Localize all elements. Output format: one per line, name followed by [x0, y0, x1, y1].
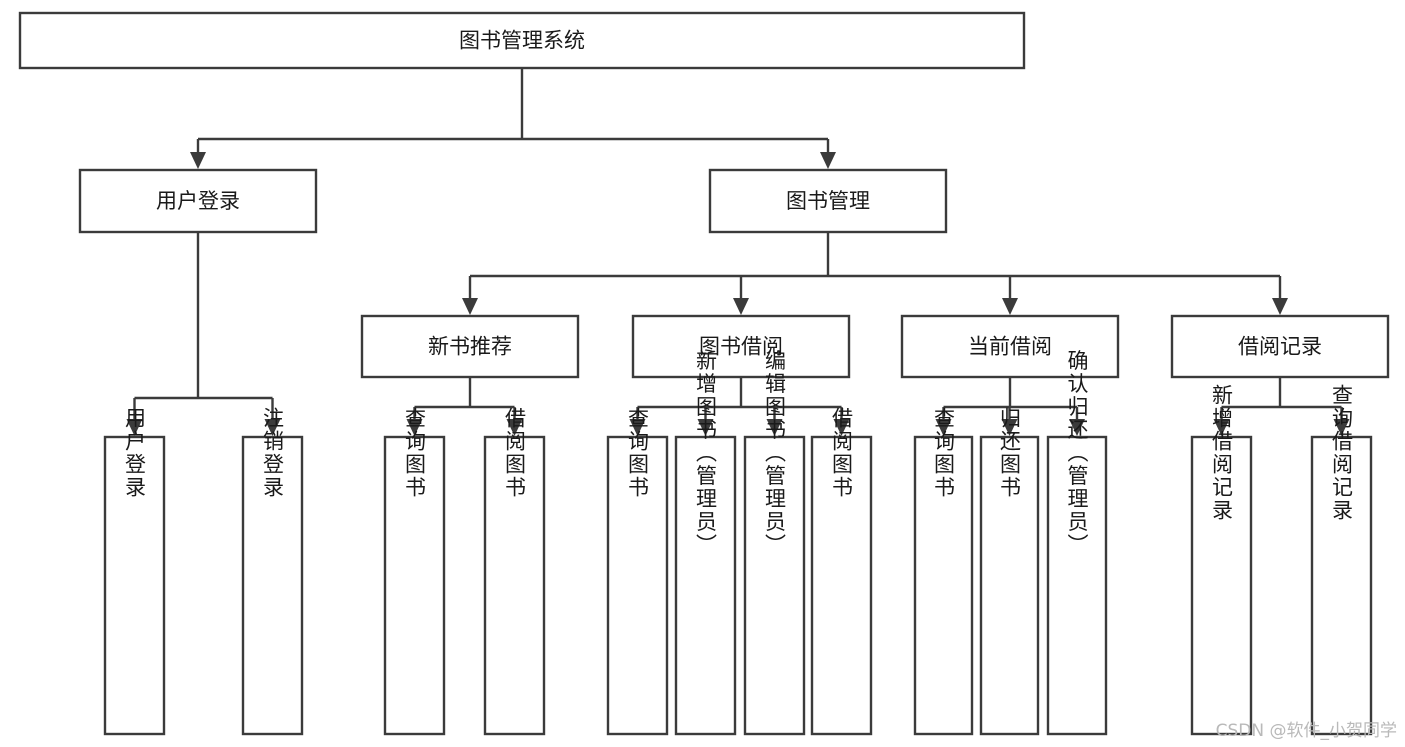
- node-box-leaf-query-book-3: [913, 435, 974, 736]
- node-box-leaf-add-record: [1190, 435, 1253, 736]
- node-box-leaf-query-record: [1310, 435, 1373, 736]
- arrow-head-icon: [1069, 419, 1085, 436]
- node-label-root: 图书管理系统: [459, 29, 585, 53]
- node-label-leaf-return-book: 归还图书: [998, 407, 1022, 499]
- node-leaf-user-login[interactable]: 用户登录: [103, 407, 166, 736]
- node-box-leaf-edit-book: [743, 435, 806, 736]
- node-label-book-borrow: 图书借阅: [699, 335, 783, 359]
- node-box-leaf-query-book-2: [606, 435, 669, 736]
- node-leaf-confirm-return[interactable]: 确认归还（管理员）: [1046, 350, 1108, 736]
- connector-layer: [126, 68, 1350, 436]
- node-label-book-manage: 图书管理: [786, 189, 870, 213]
- node-box-leaf-confirm-return: [1046, 435, 1108, 736]
- node-box-user-login: [78, 168, 318, 234]
- node-label-leaf-confirm-return: 确认归还（管理员）: [1065, 350, 1089, 557]
- arrow-head-icon: [406, 419, 423, 436]
- node-leaf-edit-book[interactable]: 编辑图书（管理员）: [743, 350, 806, 736]
- arrow-head-icon: [190, 152, 206, 169]
- node-label-new-book-rec: 新书推荐: [428, 335, 512, 359]
- node-label-leaf-add-record: 新增借阅记录: [1210, 384, 1234, 522]
- node-label-leaf-add-book: 新增图书（管理员）: [694, 350, 718, 557]
- arrow-head-icon: [766, 419, 783, 436]
- node-leaf-query-record[interactable]: 查询借阅记录: [1310, 384, 1373, 736]
- node-label-leaf-edit-book: 编辑图书（管理员）: [763, 350, 787, 557]
- node-box-book-manage: [708, 168, 948, 234]
- node-leaf-add-record[interactable]: 新增借阅记录: [1190, 384, 1253, 736]
- node-box-leaf-add-book: [674, 435, 737, 736]
- node-box-leaf-borrow-book-2: [810, 435, 873, 736]
- node-label-leaf-user-login: 用户登录: [123, 407, 147, 499]
- node-label-leaf-borrow-book-2: 借阅图书: [830, 407, 854, 499]
- arrow-head-icon: [1272, 298, 1288, 315]
- arrow-head-icon: [820, 152, 836, 169]
- node-label-current-borrow: 当前借阅: [968, 335, 1052, 359]
- node-box-leaf-query-book-1: [383, 435, 446, 736]
- arrow-head-icon: [733, 298, 749, 315]
- node-box-leaf-return-book: [979, 435, 1040, 736]
- arrow-head-icon: [506, 419, 523, 436]
- node-box-leaf-logout: [241, 435, 304, 736]
- node-box-borrow-record: [1170, 314, 1390, 379]
- node-box-current-borrow: [900, 314, 1120, 379]
- node-label-leaf-query-book-3: 查询图书: [932, 407, 956, 499]
- watermark-text: CSDN @软件_小贺同学: [1215, 721, 1397, 741]
- arrow-head-icon: [1001, 419, 1018, 436]
- node-leaf-query-book-1[interactable]: 查询图书: [383, 407, 446, 736]
- node-label-leaf-query-book-1: 查询图书: [403, 407, 427, 499]
- node-layer: 图书管理系统用户登录图书管理新书推荐图书借阅当前借阅借阅记录用户登录注销登录查询…: [18, 11, 1390, 736]
- node-root[interactable]: 图书管理系统: [18, 11, 1026, 70]
- arrow-head-icon: [833, 419, 850, 436]
- node-leaf-query-book-3[interactable]: 查询图书: [913, 407, 974, 736]
- node-label-borrow-record: 借阅记录: [1238, 335, 1322, 359]
- arrow-head-icon: [935, 419, 952, 436]
- arrow-head-icon: [264, 419, 281, 436]
- node-box-root: [18, 11, 1026, 70]
- node-borrow-record[interactable]: 借阅记录: [1170, 314, 1390, 379]
- node-leaf-return-book[interactable]: 归还图书: [979, 407, 1040, 736]
- node-label-leaf-logout: 注销登录: [261, 407, 285, 499]
- node-leaf-borrow-book-1[interactable]: 借阅图书: [483, 407, 546, 736]
- node-leaf-query-book-2[interactable]: 查询图书: [606, 407, 669, 736]
- node-box-new-book-rec: [360, 314, 580, 379]
- node-label-leaf-query-record: 查询借阅记录: [1330, 384, 1354, 522]
- node-book-manage[interactable]: 图书管理: [708, 168, 948, 234]
- arrow-head-icon: [1333, 419, 1350, 436]
- node-leaf-logout[interactable]: 注销登录: [241, 407, 304, 736]
- node-leaf-borrow-book-2[interactable]: 借阅图书: [810, 407, 873, 736]
- node-new-book-rec[interactable]: 新书推荐: [360, 314, 580, 379]
- node-leaf-add-book[interactable]: 新增图书（管理员）: [674, 350, 737, 736]
- arrow-head-icon: [629, 419, 646, 436]
- arrow-head-icon: [1002, 298, 1018, 315]
- arrow-head-icon: [126, 419, 143, 436]
- node-label-user-login: 用户登录: [156, 189, 240, 213]
- arrow-head-icon: [1213, 419, 1230, 436]
- node-label-leaf-borrow-book-1: 借阅图书: [503, 407, 527, 499]
- arrow-head-icon: [697, 419, 714, 436]
- node-box-leaf-borrow-book-1: [483, 435, 546, 736]
- node-current-borrow[interactable]: 当前借阅: [900, 314, 1120, 379]
- node-label-leaf-query-book-2: 查询图书: [626, 407, 650, 499]
- node-box-leaf-user-login: [103, 435, 166, 736]
- node-box-book-borrow: [631, 314, 851, 379]
- node-book-borrow[interactable]: 图书借阅: [631, 314, 851, 379]
- arrow-head-icon: [462, 298, 478, 315]
- node-user-login[interactable]: 用户登录: [78, 168, 318, 234]
